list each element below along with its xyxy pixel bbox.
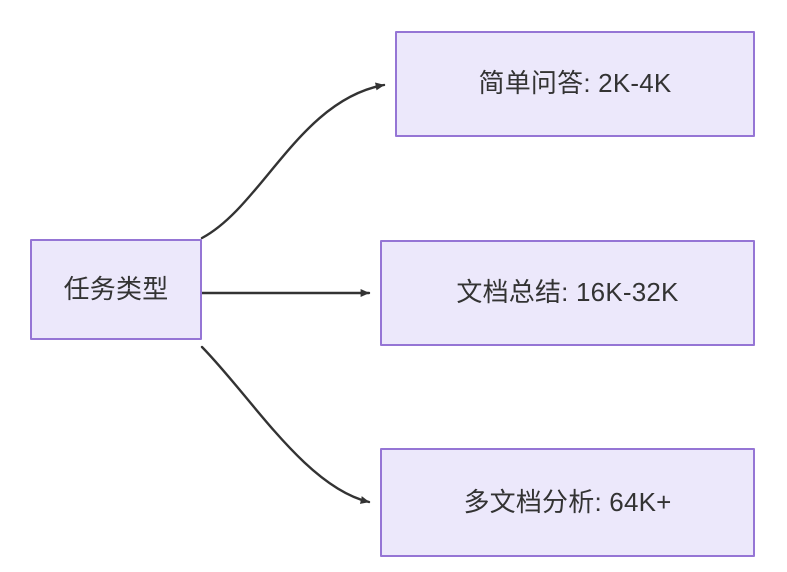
node-label: 任务类型 [63, 273, 169, 304]
node-label: 多文档分析: 64K+ [463, 486, 672, 517]
node-multi-document-analysis[interactable]: 多文档分析: 64K+ [380, 448, 755, 557]
node-task-type[interactable]: 任务类型 [30, 239, 202, 340]
edge-root-multi-doc [200, 345, 371, 504]
edge-root-simple-qa [200, 82, 386, 240]
node-simple-qa[interactable]: 简单问答: 2K-4K [395, 31, 755, 137]
node-label: 文档总结: 16K-32K [456, 277, 679, 308]
node-document-summary[interactable]: 文档总结: 16K-32K [380, 240, 755, 346]
node-label: 简单问答: 2K-4K [478, 68, 672, 99]
